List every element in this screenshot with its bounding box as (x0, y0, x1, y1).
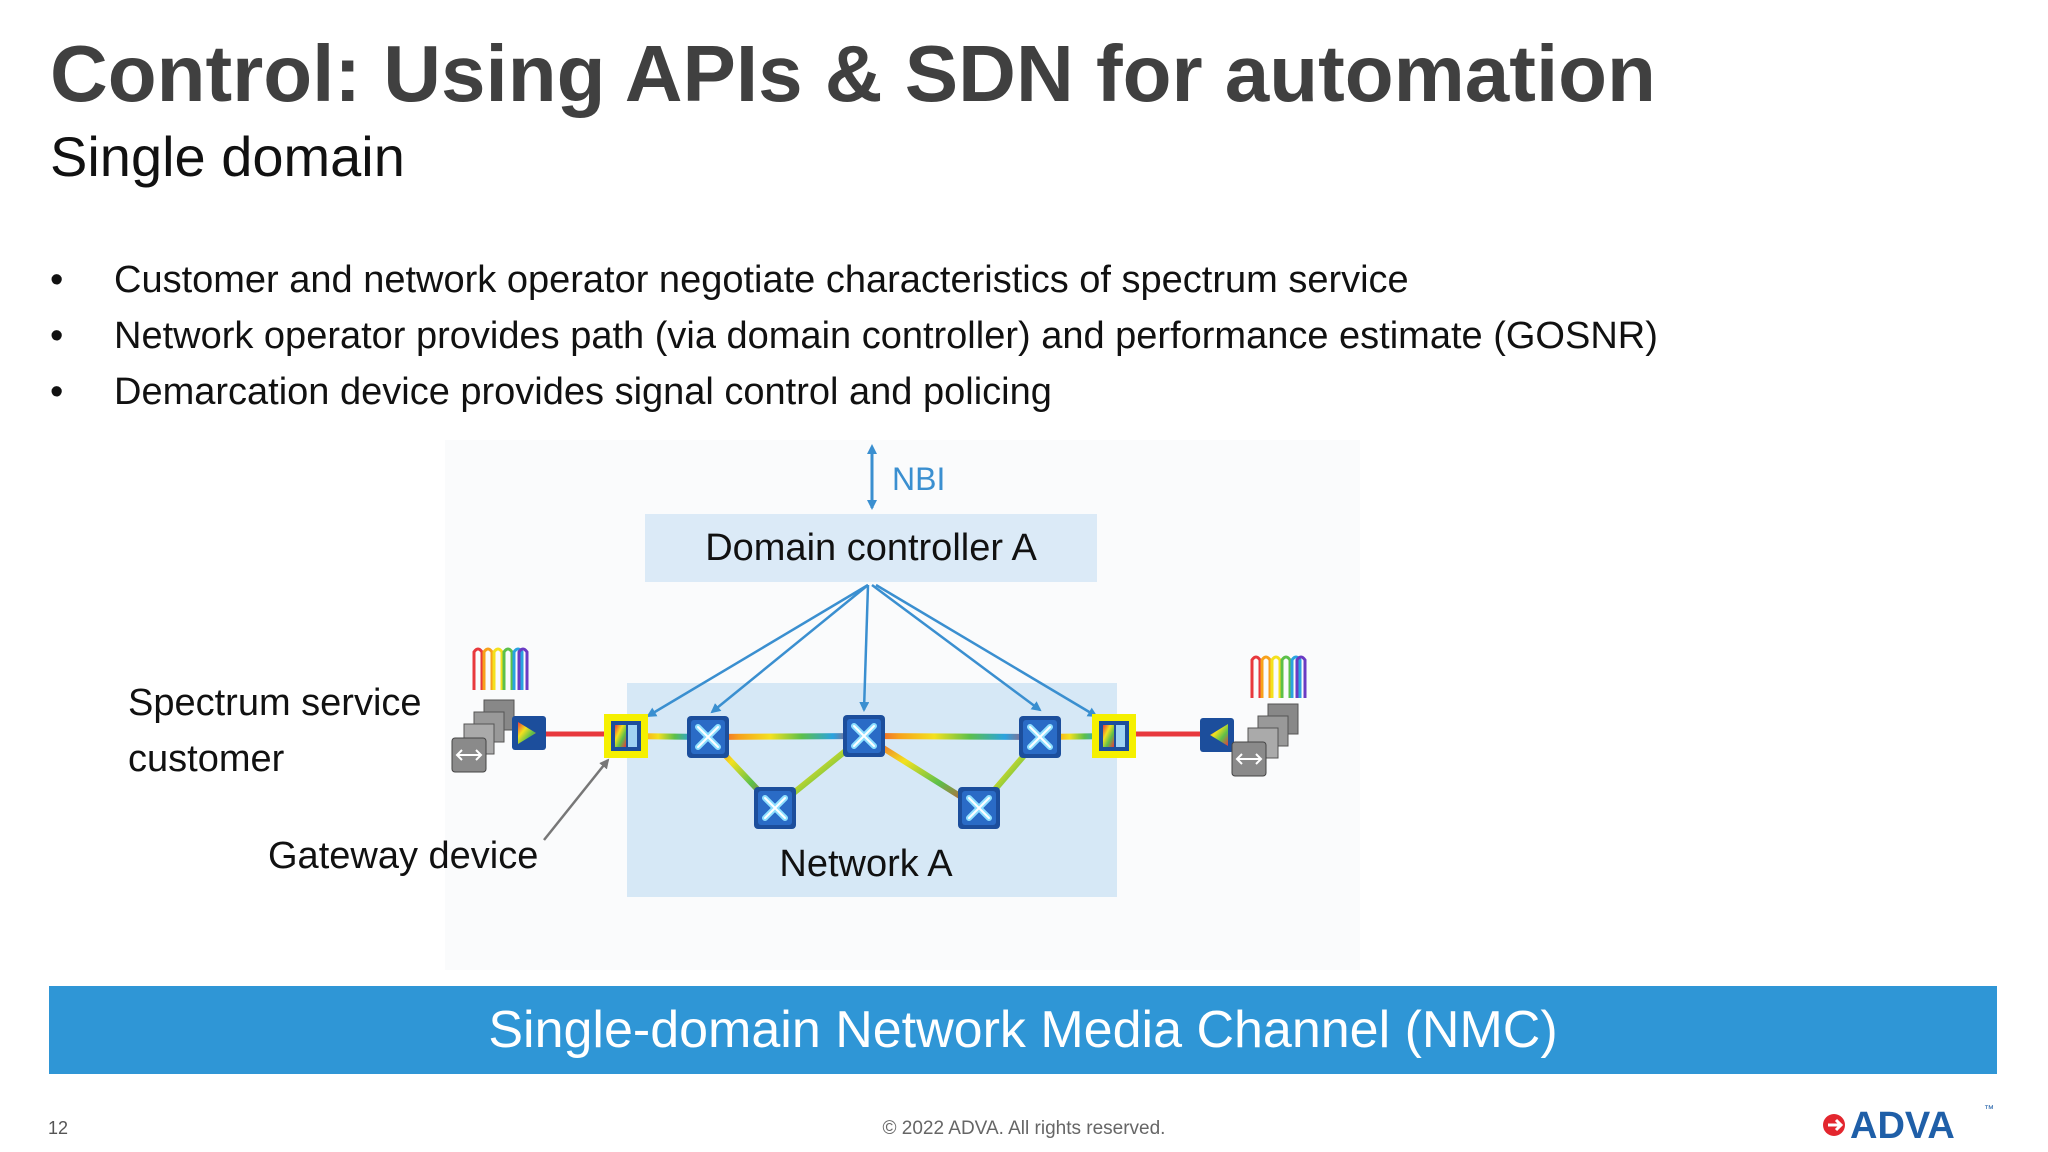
logo-text: ADVA (1850, 1105, 1955, 1144)
nbi-label: NBI (892, 461, 945, 497)
gateway-device-icon (604, 714, 648, 758)
bullet-text: Demarcation device provides signal contr… (114, 371, 1052, 413)
customer-equipment-right-icon (1200, 655, 1307, 777)
nmc-banner: Single-domain Network Media Channel (NMC… (49, 986, 1997, 1074)
bullet-list: • Customer and network operator negotiate… (50, 252, 1658, 420)
roadm-node-icon (1019, 716, 1061, 758)
customer-label-line2: customer (128, 738, 285, 780)
customer-equipment-left-icon (451, 647, 546, 773)
gateway-pointer-arrow (543, 758, 610, 841)
slide-subtitle: Single domain (50, 125, 405, 188)
slide-title: Control: Using APIs & SDN for automation (50, 29, 1656, 118)
bullet-item: • Customer and network operator negotiate… (50, 252, 1658, 308)
controller-box (645, 514, 1097, 582)
roadm-node-icon (958, 787, 1000, 829)
control-arrows (646, 583, 1098, 718)
bullet-item: • Demarcation device provides signal cont… (50, 364, 1658, 420)
roadm-node-icon (687, 716, 729, 758)
bullet-text: Customer and network operator negotiate … (114, 259, 1409, 301)
controller-label: Domain controller A (705, 527, 1037, 569)
roadm-node-icon (754, 787, 796, 829)
customer-label-line1: Spectrum service (128, 682, 422, 724)
gateway-label: Gateway device (268, 835, 538, 877)
adva-logo: ADVA ™ (1823, 1104, 1994, 1144)
roadm-node-icon (843, 715, 885, 757)
bullet-dot-icon: • (50, 315, 64, 357)
page-number: 12 (48, 1118, 69, 1138)
copyright-text: © 2022 ADVA. All rights reserved. (882, 1118, 1166, 1139)
bullet-item: • Network operator provides path (via dom… (50, 308, 1658, 364)
logo-tm: ™ (1984, 1104, 1994, 1115)
gateway-device-icon (1092, 714, 1136, 758)
network-label: Network A (779, 843, 953, 885)
bullet-dot-icon: • (50, 259, 64, 301)
bullet-dot-icon: • (50, 371, 64, 413)
bullet-text: Network operator provides path (via doma… (114, 315, 1658, 357)
